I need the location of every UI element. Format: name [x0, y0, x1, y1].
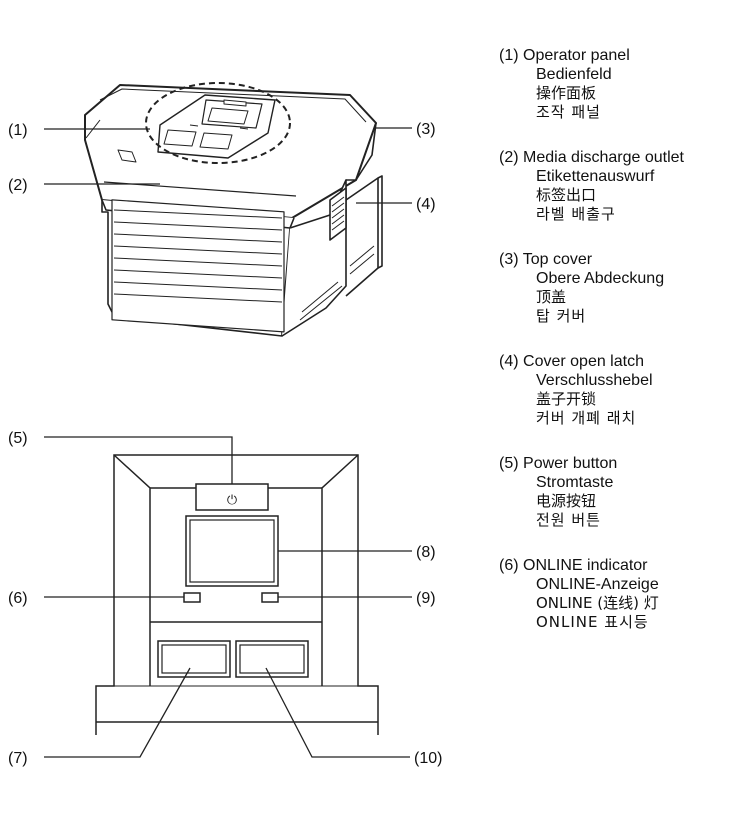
legend-en: (2) Media discharge outlet — [499, 149, 684, 166]
legend-en: (6) ONLINE indicator — [499, 557, 648, 574]
legend-ko: 탑 커버 — [536, 307, 587, 325]
callout-lines-top — [44, 127, 412, 204]
legend-zh: 标签出口 — [536, 186, 597, 204]
legend-entry: (2) Media discharge outlet Etikettenausw… — [499, 148, 746, 224]
callout-3: (3) — [416, 121, 436, 138]
legend-en: (1) Operator panel — [499, 47, 630, 64]
callout-6: (6) — [8, 590, 28, 607]
operator-panel-detail — [95, 454, 379, 735]
callout-9: (9) — [416, 590, 436, 607]
printer-illustration — [84, 82, 383, 337]
legend-ko: 전원 버튼 — [536, 511, 601, 529]
legend-entry: (1) Operator panel Bedienfeld 操作面板 조작 패널 — [499, 46, 746, 122]
callout-7: (7) — [8, 750, 28, 767]
legend-ko: 조작 패널 — [536, 103, 601, 121]
legend-entry: (3) Top cover Obere Abdeckung 顶盖 탑 커버 — [499, 250, 746, 326]
legend-ko: 라벨 배출구 — [536, 205, 616, 223]
legend-de: Bedienfeld — [536, 66, 612, 83]
legend-en: (3) Top cover — [499, 251, 593, 268]
legend-ko: ONLINE 표시등 — [536, 613, 649, 631]
legend-zh: 盖子开锁 — [536, 390, 597, 408]
power-symbol-icon: ⏻ — [227, 493, 237, 508]
legend-entry: (6) ONLINE indicator ONLINE-Anzeige ONLI… — [499, 556, 746, 632]
callout-1: (1) — [8, 122, 28, 139]
legend-zh: 顶盖 — [536, 288, 567, 306]
legend-zh: 操作面板 — [536, 84, 597, 102]
callout-2: (2) — [8, 177, 28, 194]
legend-de: ONLINE-Anzeige — [536, 576, 659, 593]
callout-lines-bottom — [44, 436, 412, 758]
legend-de: Verschlusshebel — [536, 372, 653, 389]
legend-de: Obere Abdeckung — [536, 270, 665, 287]
callout-5: (5) — [8, 430, 28, 447]
legend-zh: ONLINE (连线) 灯 — [536, 594, 659, 612]
callout-4: (4) — [416, 196, 436, 213]
legend-ko: 커버 개폐 래치 — [536, 409, 637, 427]
legend-zh: 电源按钮 — [536, 492, 597, 510]
legend-de: Stromtaste — [536, 474, 614, 491]
legend-en: (4) Cover open latch — [499, 353, 644, 370]
legend: (1) Operator panel Bedienfeld 操作面板 조작 패널… — [499, 46, 746, 658]
callout-8: (8) — [416, 544, 436, 561]
legend-en: (5) Power button — [499, 455, 618, 472]
legend-entry: (5) Power button Stromtaste 电源按钮 전원 버튼 — [499, 454, 746, 530]
legend-de: Etikettenauswurf — [536, 168, 655, 185]
legend-entry: (4) Cover open latch Verschlusshebel 盖子开… — [499, 352, 746, 428]
callout-10: (10) — [414, 750, 442, 767]
